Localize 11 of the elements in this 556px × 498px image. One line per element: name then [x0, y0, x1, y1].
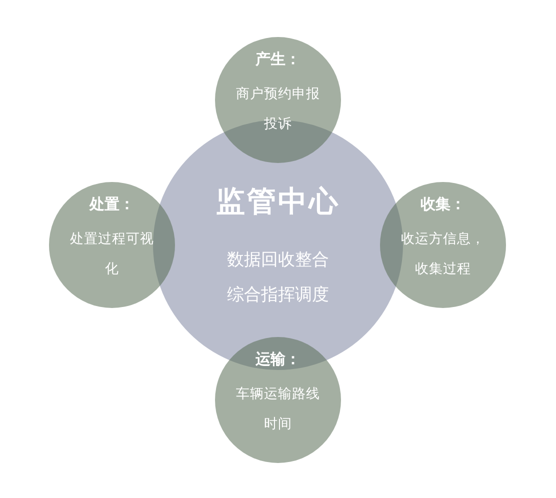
hub-text: 综合指挥调度	[226, 284, 330, 306]
circle-text: 车辆运输路线时间	[235, 385, 321, 434]
circle-text: 收运方信息，收集过程	[400, 230, 486, 279]
circle-heading: 收集：	[420, 195, 466, 214]
circle-heading: 处置：	[88, 195, 136, 214]
hub-title: 监管中心	[215, 183, 341, 220]
circle-heading: 产生：	[254, 50, 302, 69]
circle-heading: 运输：	[254, 350, 302, 369]
circle-text: 处置过程可视化	[69, 230, 155, 279]
hub-text: 数据回收整合	[226, 249, 330, 271]
circle-text: 商户预约申报投诉	[235, 85, 321, 134]
